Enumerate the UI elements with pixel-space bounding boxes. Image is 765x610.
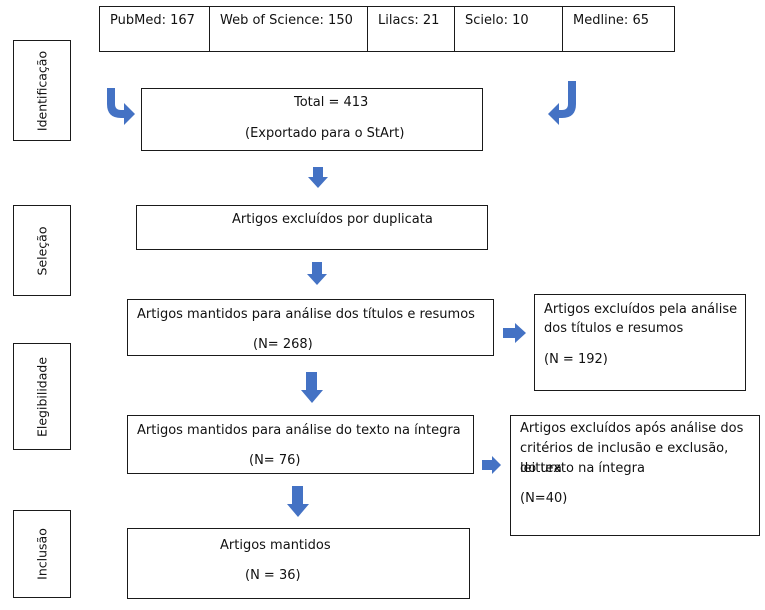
included-box: Artigos mantidos (N = 36) [127,528,470,599]
screening-count: (N= 268) [253,337,313,352]
total-box: Total = 413 (Exportado para o StArt) [141,88,483,151]
phase-identification-label: Identificação [34,50,50,131]
fulltext-excluded-line1: Artigos excluídos após análise dos [520,421,744,436]
included-count: (N = 36) [245,568,301,583]
down-arrow-icon [287,486,309,517]
source-cell-scielo: Scielo: 10 [455,7,563,51]
phase-eligibility: Elegibilidade [13,343,71,450]
down-arrow-icon [308,167,328,188]
right-arrow-icon [503,323,526,343]
fulltext-box: Artigos mantidos para análise do texto n… [127,415,474,474]
included-label: Artigos mantidos [220,538,331,553]
source-web-of-science: Web of Science: 150 [220,13,353,28]
total-export-note: (Exportado para o StArt) [245,126,405,141]
down-arrow-icon [301,372,323,403]
fulltext-excluded-line2: critérios de inclusão e exclusão, leitur… [520,441,729,476]
source-scielo: Scielo: 10 [465,13,529,28]
duplicates-label: Artigos excluídos por duplicata [232,212,433,227]
phase-selection: Seleção [13,205,71,296]
phase-inclusion-label: Inclusão [34,528,50,580]
source-cell-medline: Medline: 65 [563,7,676,51]
phase-identification: Identificação [13,40,71,141]
fulltext-count: (N= 76) [249,453,301,468]
total-label: Total = 413 [294,95,369,110]
fulltext-excluded-line3: do texto na íntegra [520,461,645,476]
fulltext-excluded-count: (N=40) [520,491,568,506]
source-pubmed: PubMed: 167 [110,13,195,28]
curved-arrow-right-icon [548,81,576,125]
phase-eligibility-label: Elegibilidade [34,356,50,437]
screening-excluded-box: Artigos excluídos pela análise dos títul… [534,294,746,391]
source-lilacs: Lilacs: 21 [378,13,440,28]
source-cell-lilacs: Lilacs: 21 [368,7,455,51]
screening-box: Artigos mantidos para análise dos título… [127,299,494,356]
phase-inclusion: Inclusão [13,510,71,598]
screening-excluded-count: (N = 192) [544,352,608,367]
down-arrow-icon [307,262,327,285]
sources-table: PubMed: 167 Web of Science: 150 Lilacs: … [99,6,675,52]
screening-label: Artigos mantidos para análise dos título… [137,307,475,322]
curved-arrow-left-icon [107,88,135,125]
source-cell-pubmed: PubMed: 167 [100,7,210,51]
screening-excluded-line2: dos títulos e resumos [544,321,684,336]
duplicates-box: Artigos excluídos por duplicata [136,205,488,250]
fulltext-excluded-box: Artigos excluídos após análise dos crité… [510,415,760,536]
source-cell-web-of-science: Web of Science: 150 [210,7,368,51]
right-arrow-icon [482,456,501,474]
source-medline: Medline: 65 [573,13,649,28]
phase-selection-label: Seleção [34,226,50,275]
screening-excluded-line1: Artigos excluídos pela análise [544,302,738,317]
fulltext-label: Artigos mantidos para análise do texto n… [137,423,461,438]
